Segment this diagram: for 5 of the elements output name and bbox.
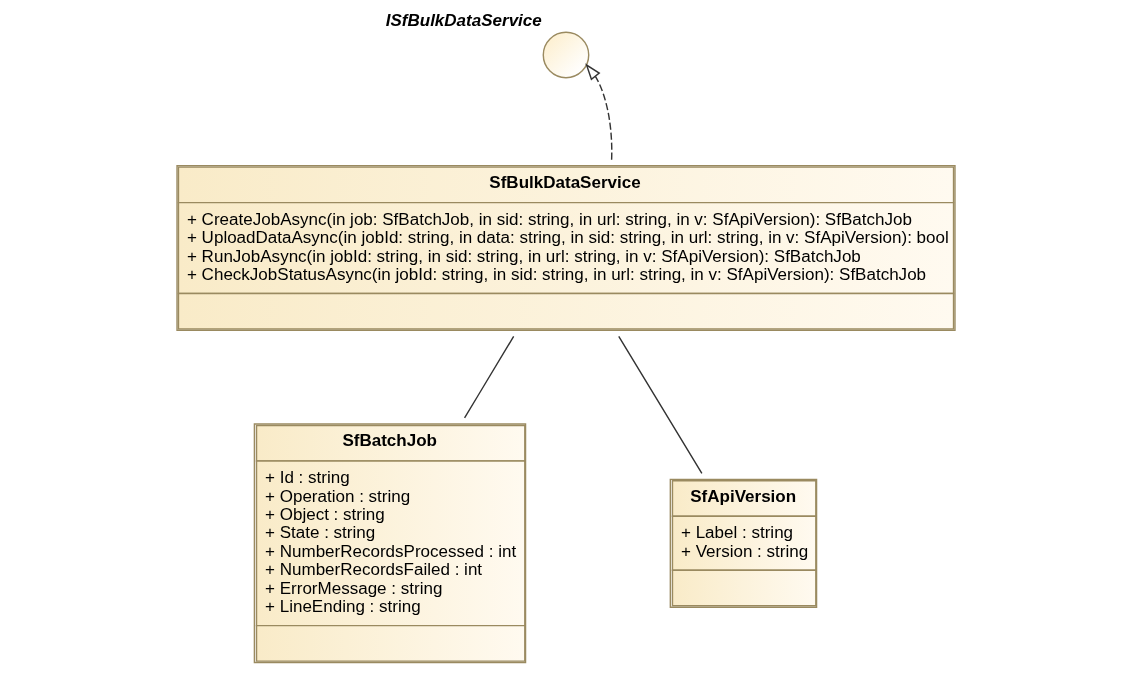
connector	[617, 335, 703, 475]
node-circle	[542, 31, 589, 79]
arrow	[584, 63, 612, 161]
connector	[463, 335, 514, 419]
node-label: ISfBulkDataService	[385, 11, 542, 30]
